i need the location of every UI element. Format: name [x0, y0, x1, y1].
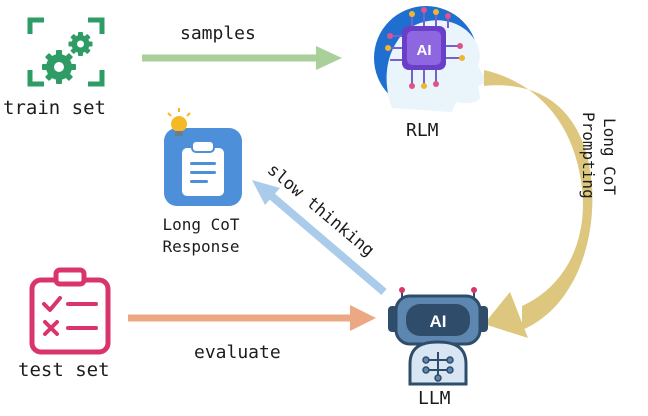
long-cot-response-line2: Response	[162, 237, 240, 256]
long-cot-response-icon	[164, 128, 242, 206]
test-set-label: test set	[18, 359, 110, 381]
long-cot-prompting-line1: Long CoT	[600, 118, 619, 196]
lightbulb-icon	[167, 108, 191, 136]
long-cot-response-label: Long CoT Response	[146, 214, 256, 258]
rlm-icon	[374, 6, 488, 113]
long-cot-prompting-label: Long CoT Prompting	[578, 112, 620, 199]
slow-thinking-arrow	[252, 180, 387, 296]
gear-large-icon	[42, 50, 76, 84]
samples-label: samples	[180, 23, 256, 44]
long-cot-response-line1: Long CoT	[162, 215, 240, 234]
long-cot-prompting-line2: Prompting	[579, 112, 598, 199]
rlm-label: RLM	[406, 120, 439, 141]
samples-arrow	[142, 46, 342, 70]
train-set-label: train set	[3, 97, 106, 119]
llm-icon	[388, 287, 488, 386]
gear-small-icon	[68, 32, 93, 56]
evaluate-arrow	[128, 305, 376, 331]
long-cot-prompting-arrow	[484, 70, 593, 338]
rlm-chip-text: AI	[417, 42, 432, 59]
evaluate-label: evaluate	[194, 342, 281, 363]
llm-badge-text: AI	[430, 312, 447, 331]
train-set-icon	[27, 17, 105, 87]
test-set-icon	[29, 267, 111, 355]
llm-label: LLM	[418, 388, 451, 409]
